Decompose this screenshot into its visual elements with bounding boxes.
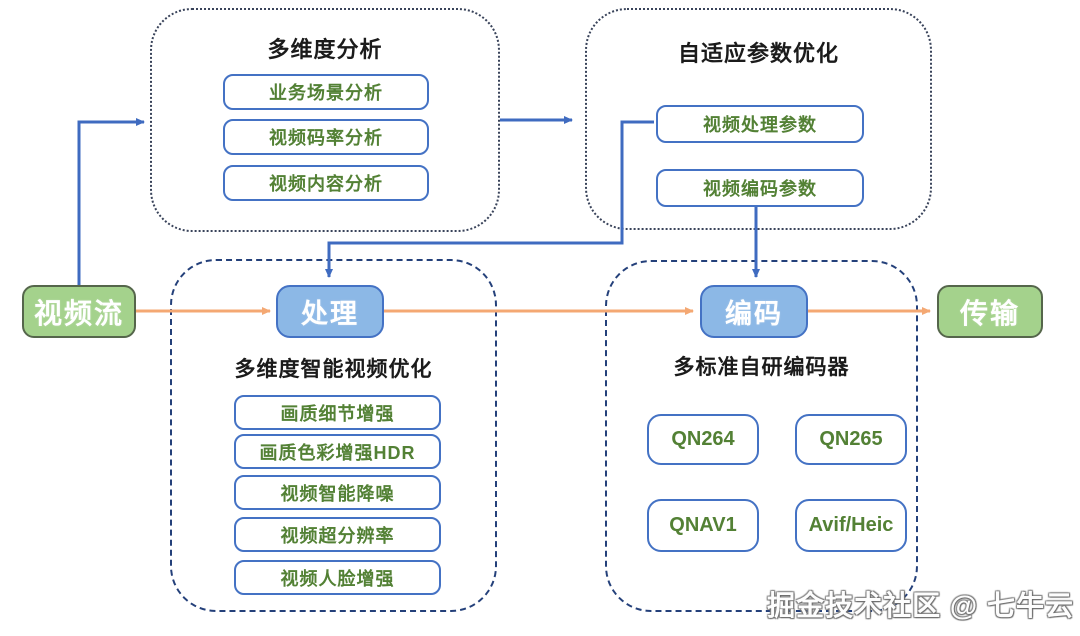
item-encoder-qnav1: QNAV1 [647, 499, 759, 552]
item-encoder-avif-heic: Avif/Heic [795, 499, 907, 552]
group-multidim-analysis: 多维度分析 业务场景分析 视频码率分析 视频内容分析 [150, 8, 500, 232]
item-encoder-qn264: QN264 [647, 414, 759, 465]
item-color-enhance-hdr: 画质色彩增强HDR [234, 434, 441, 469]
item-super-resolution: 视频超分辨率 [234, 517, 441, 552]
group-adaptive-params: 自适应参数优化 视频处理参数 视频编码参数 [585, 8, 932, 230]
item-detail-enhance: 画质细节增强 [234, 395, 441, 430]
group-encoders: 多标准自研编码器 QN264 QN265 QNAV1 Avif/Heic [605, 260, 918, 612]
item-video-encode-params: 视频编码参数 [656, 169, 864, 207]
group-adaptive-params-title: 自适应参数优化 [677, 41, 839, 66]
group-video-optimization-title: 多维度智能视频优化 [234, 358, 433, 381]
item-face-enhance: 视频人脸增强 [234, 560, 441, 595]
item-bitrate-analysis: 视频码率分析 [223, 119, 429, 155]
group-encoders-title: 多标准自研编码器 [673, 356, 850, 379]
item-business-scene-analysis: 业务场景分析 [223, 74, 429, 110]
node-encode: 编码 [700, 285, 808, 338]
watermark: 掘金技术社区 @ 七牛云 [767, 590, 1074, 621]
arrow-stream-to-analysis [77, 118, 145, 285]
item-video-process-params: 视频处理参数 [656, 105, 864, 143]
item-encoder-qn265: QN265 [795, 414, 907, 465]
item-smart-denoise: 视频智能降噪 [234, 475, 441, 510]
item-content-analysis: 视频内容分析 [223, 165, 429, 201]
group-video-optimization: 多维度智能视频优化 画质细节增强 画质色彩增强HDR 视频智能降噪 视频超分辨率… [170, 259, 497, 612]
group-multidim-analysis-title: 多维度分析 [267, 37, 383, 62]
node-transmit: 传输 [937, 285, 1043, 338]
node-video-stream: 视频流 [22, 285, 136, 338]
node-process: 处理 [276, 285, 384, 338]
